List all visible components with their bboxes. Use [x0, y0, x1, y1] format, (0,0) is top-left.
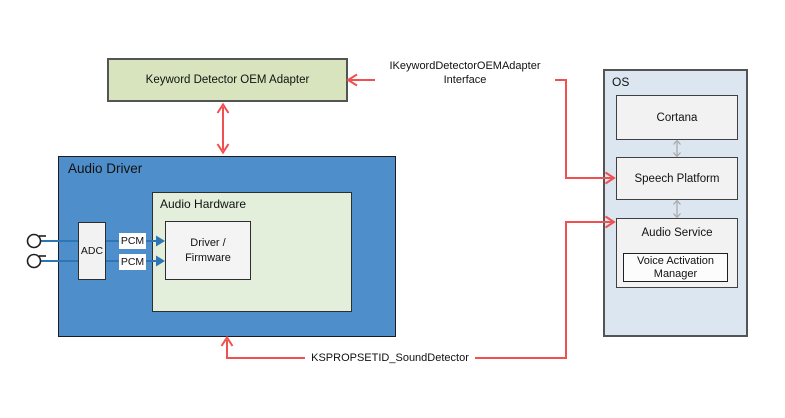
- driver-firmware-label-line2: Firmware: [185, 251, 231, 264]
- speech-platform-label: Speech Platform: [634, 172, 720, 185]
- audio-hardware-label: Audio Hardware: [160, 197, 247, 211]
- keyword-audio-driver-arrow: [216, 102, 230, 155]
- cortana-speech-arrow: [673, 139, 681, 158]
- speech-audioservice-arrow: [673, 199, 681, 219]
- adc-label: ADC: [80, 245, 104, 257]
- ikeyword-interface-connector: [346, 73, 616, 185]
- arrowhead-up-icon: [216, 102, 230, 114]
- adc-box: ADC: [78, 222, 106, 280]
- driver-firmware-box: Driver / Firmware: [165, 221, 251, 280]
- arrowhead-up-icon: [673, 199, 681, 205]
- arrowhead-down-icon: [216, 143, 230, 155]
- arrowhead-left-icon: [346, 73, 358, 87]
- arrowhead-right-icon: [156, 235, 165, 247]
- arrowhead-right-icon: [604, 215, 616, 229]
- ikeyword-interface-label: IKeywordDetectorOEMAdapter Interface: [375, 59, 555, 87]
- arrowhead-down-icon: [673, 152, 681, 158]
- mic-input-jack-icon: [26, 253, 46, 269]
- arrowhead-right-icon: [156, 255, 165, 267]
- keyword-detector-oem-adapter-box: Keyword Detector OEM Adapter: [107, 58, 348, 102]
- cortana-box: Cortana: [616, 95, 738, 140]
- driver-firmware-label-line1: Driver /: [190, 236, 226, 249]
- speech-platform-box: Speech Platform: [616, 157, 738, 200]
- keyword-detector-oem-adapter-label: Keyword Detector OEM Adapter: [145, 74, 310, 86]
- arrowhead-right-icon: [604, 171, 616, 185]
- arrowhead-down-icon: [673, 213, 681, 219]
- voice-activation-manager-label: Voice Activation Manager: [636, 254, 715, 280]
- ksprop-sounddetector-label: KSPROPSETID_SoundDetector: [305, 351, 475, 365]
- os-label: OS: [612, 75, 630, 89]
- arrowhead-up-icon: [220, 335, 234, 347]
- ksprop-sounddetector-connector: [220, 215, 616, 359]
- audio-service-label: Audio Service: [641, 227, 713, 239]
- arrowhead-up-icon: [673, 139, 681, 145]
- pcm-label-top: PCM: [119, 233, 146, 249]
- audio-driver-label: Audio Driver: [68, 161, 143, 176]
- mic-input-jack-icon: [26, 233, 46, 249]
- cortana-label: Cortana: [656, 111, 698, 124]
- pcm-signal-lines: [41, 235, 165, 267]
- pcm-label-bottom: PCM: [119, 254, 146, 270]
- voice-activation-manager-box: Voice Activation Manager: [623, 253, 728, 282]
